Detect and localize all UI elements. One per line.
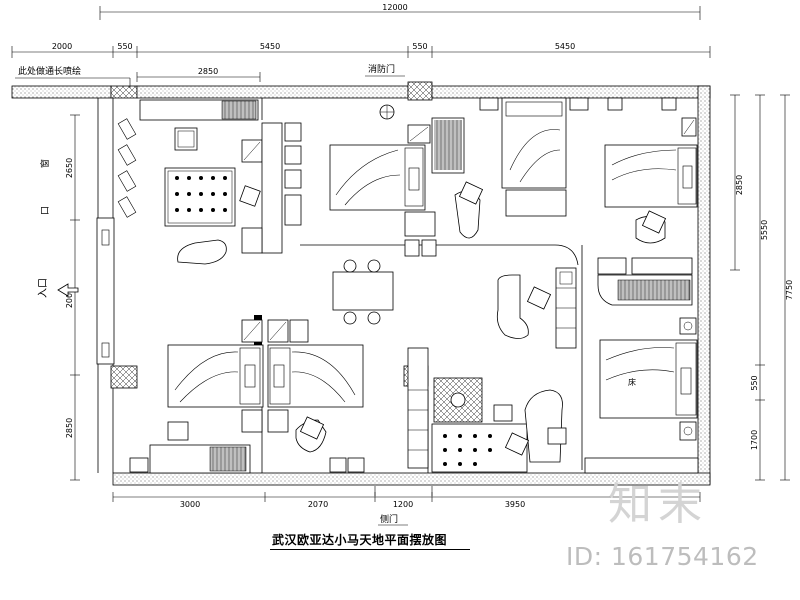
bedroom-bottom-left [129, 319, 365, 474]
dim-right-overall: 7750 [785, 280, 794, 300]
center-table-area [332, 257, 693, 349]
bedroom-top-right [479, 97, 698, 244]
dim-left-2: 2000 [65, 288, 74, 308]
bottom-middle-area [374, 347, 567, 496]
note-banner-label: 此处做通长喷绘 [18, 65, 81, 77]
dimension-top-overall: 12000 [99, 3, 701, 20]
watermark-id: ID: 161754162 [566, 542, 759, 571]
dim-right-3: 550 [750, 375, 759, 390]
dim-second-row: 2850 [198, 67, 218, 76]
dim-top-2: 550 [117, 42, 132, 51]
entrance-arrow-icon [57, 283, 79, 297]
dimension-right [730, 94, 790, 481]
dim-right-1: 2850 [735, 175, 744, 195]
dim-top-1: 2000 [52, 42, 72, 51]
dimension-top-row [11, 46, 711, 58]
fire-door-label: 消防门 [368, 63, 395, 75]
bedroom-top-middle [329, 104, 484, 257]
bed-label: 床 [628, 377, 636, 387]
door-label-left: 口 [41, 206, 51, 215]
door-label-left-2: 窗 [39, 159, 51, 168]
plan-caption: 武汉欧亚达小马天地平面摆放图 [272, 533, 448, 547]
bedroom-bottom-right: 床 [599, 317, 698, 441]
dim-overall-width: 12000 [382, 3, 407, 12]
caption-underline [270, 549, 470, 550]
interior-partitions [261, 98, 699, 474]
living-room [117, 99, 302, 265]
watermark-logo: 知末 [608, 479, 708, 530]
dim-right-2: 5550 [760, 220, 769, 240]
dim-top-3: 5450 [260, 42, 280, 51]
dim-bottom-1: 3000 [180, 500, 200, 509]
dim-top-4: 550 [412, 42, 427, 51]
dim-top-5: 5450 [555, 42, 575, 51]
dim-left-1: 2650 [65, 158, 74, 178]
dim-bottom-2: 2070 [308, 500, 328, 509]
dimension-left [70, 114, 80, 481]
dim-bottom-3: 1200 [393, 500, 413, 509]
dimension-second-row [136, 72, 261, 82]
dim-right-4: 1700 [750, 430, 759, 450]
side-door-label: 侧门 [380, 513, 398, 525]
dim-left-3: 2850 [65, 418, 74, 438]
dim-bottom-4: 3950 [505, 500, 525, 509]
entrance-label: 入口 [38, 278, 49, 298]
